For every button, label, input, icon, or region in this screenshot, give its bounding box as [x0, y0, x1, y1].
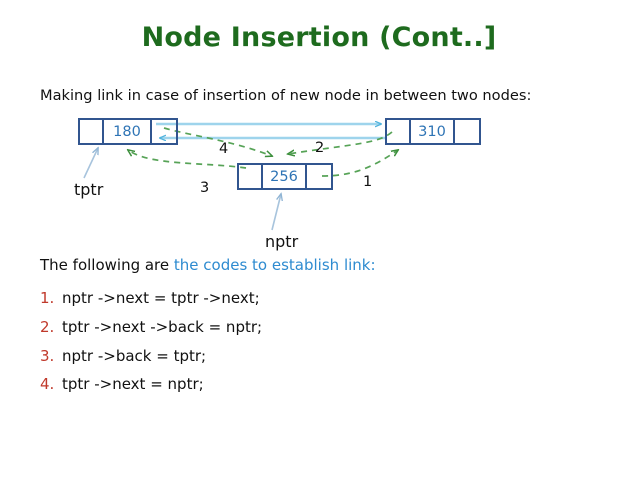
pointer-label-nptr: nptr [265, 232, 299, 251]
code-item-4-number: 4. [40, 375, 55, 393]
codes-intro-line: The following are the codes to establish… [40, 256, 376, 274]
code-item-1-text: nptr ->next = tptr ->next; [62, 289, 260, 307]
new-link-4 [163, 127, 272, 156]
node-tptr-back-field [80, 120, 104, 143]
code-item-2-text: tptr ->next ->back = nptr; [62, 318, 263, 336]
node-right-next-field [455, 120, 479, 143]
node-right-value: 310 [411, 120, 455, 143]
node-tptr: 180 [78, 118, 178, 145]
linked-list-diagram: 180 310 256 tptr nptr 1 2 3 4 [0, 110, 638, 260]
node-right: 310 [385, 118, 481, 145]
codes-intro-plain: The following are [40, 256, 174, 274]
code-item-3-number: 3. [40, 347, 55, 365]
code-item-3-text: nptr ->back = tptr; [62, 347, 207, 365]
new-link-1 [321, 150, 398, 177]
node-new-next-field [307, 165, 331, 188]
node-tptr-next-field [152, 120, 176, 143]
node-new: 256 [237, 163, 333, 190]
code-list-item-1: 1. nptr ->next = tptr ->next; [40, 289, 260, 307]
page-title: Node Insertion (Cont..] [141, 22, 497, 53]
new-link-3 [128, 150, 247, 169]
step-number-1: 1 [363, 174, 373, 190]
code-list-item-2: 2. tptr ->next ->back = nptr; [40, 318, 262, 336]
subtitle-text: Making link in case of insertion of new … [40, 87, 532, 104]
step-number-2: 2 [315, 140, 325, 156]
node-new-value: 256 [263, 165, 307, 188]
pointer-label-tptr: tptr [74, 180, 104, 199]
code-item-2-number: 2. [40, 318, 55, 336]
diagram-arrows-layer [83, 110, 638, 231]
tptr-pointer-arrow [83, 148, 98, 179]
code-list-item-3: 3. nptr ->back = tptr; [40, 347, 206, 365]
step-number-4: 4 [219, 141, 229, 157]
step-number-3: 3 [200, 180, 210, 196]
code-list-item-4: 4. tptr ->next = nptr; [40, 375, 204, 393]
code-item-4-text: tptr ->next = nptr; [62, 375, 204, 393]
node-tptr-value: 180 [104, 120, 152, 143]
nptr-pointer-arrow [271, 194, 281, 231]
new-link-2 [288, 131, 393, 154]
node-right-back-field [387, 120, 411, 143]
code-item-1-number: 1. [40, 289, 55, 307]
codes-intro-accent: the codes to establish link: [173, 256, 376, 274]
node-new-back-field [239, 165, 263, 188]
